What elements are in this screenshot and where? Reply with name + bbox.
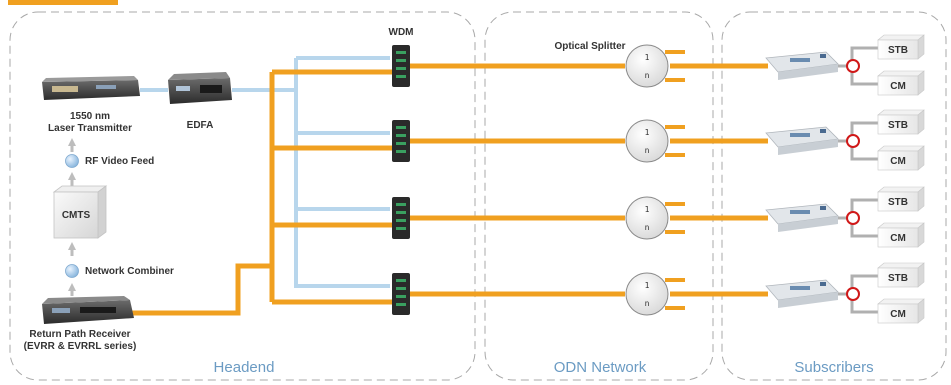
coax-split-icon	[846, 59, 860, 73]
rf-feed-node-icon	[65, 154, 79, 168]
optical-node-device	[765, 126, 839, 155]
coax-split-icon	[846, 211, 860, 225]
subscriber-row-2: STB CM	[765, 109, 925, 171]
subscribers-panel	[721, 11, 947, 381]
network-combiner-label: Network Combiner	[85, 266, 174, 277]
wdm-unit	[392, 197, 410, 239]
wdm-unit	[392, 45, 410, 87]
subscriber-row-1: STB CM	[765, 34, 925, 96]
svg-text:CM: CM	[890, 309, 906, 320]
splitter-2: 1 n	[625, 119, 669, 163]
splitter-4: 1 n	[625, 272, 669, 316]
stb-box: STB	[877, 34, 925, 60]
splitter-3: 1 n	[625, 196, 669, 240]
cmts-box	[53, 191, 99, 239]
laser-label-line1: 1550 nm	[70, 111, 110, 122]
section-label-headend: Headend	[214, 359, 275, 376]
cm-box: CM	[877, 298, 925, 324]
coax-split-icon	[846, 287, 860, 301]
fibers	[132, 50, 768, 316]
wdm-label: WDM	[389, 27, 414, 38]
section-label-subscribers: Subscribers	[794, 359, 873, 376]
svg-text:n: n	[645, 299, 650, 308]
laser-transmitter-device	[42, 76, 140, 100]
return-path-receiver-device	[42, 296, 134, 324]
svg-text:STB: STB	[888, 197, 908, 208]
up-arrow-icon	[68, 242, 76, 250]
optical-node-device	[765, 203, 839, 232]
return-path-label-line1: Return Path Receiver	[29, 329, 130, 340]
odn-panel	[484, 11, 714, 381]
cm-box: CM	[877, 222, 925, 248]
up-arrow-icon	[68, 172, 76, 180]
svg-text:1: 1	[645, 128, 650, 137]
up-arrow-icon	[68, 138, 76, 146]
wdm-unit	[392, 120, 410, 162]
svg-text:STB: STB	[888, 45, 908, 56]
svg-text:CM: CM	[890, 156, 906, 167]
headend-chain	[52, 138, 108, 296]
section-label-odn: ODN Network	[554, 359, 647, 376]
svg-text:1: 1	[645, 205, 650, 214]
splitters: 1 n 1 n 1 n 1 n	[625, 44, 669, 316]
subscriber-row-3: STB CM	[765, 186, 925, 248]
splitter-1: 1 n	[625, 44, 669, 88]
optical-node-device	[765, 279, 839, 308]
svg-text:1: 1	[645, 281, 650, 290]
coax-split-icon	[846, 134, 860, 148]
svg-text:n: n	[645, 223, 650, 232]
optical-node-device	[765, 51, 839, 80]
svg-text:1: 1	[645, 53, 650, 62]
optical-splitter-label: Optical Splitter	[554, 41, 625, 52]
cm-box: CM	[877, 70, 925, 96]
edfa-label: EDFA	[187, 120, 214, 131]
svg-text:STB: STB	[888, 120, 908, 131]
edfa-device	[168, 72, 232, 104]
laser-label-line2: Laser Transmitter	[48, 123, 132, 134]
svg-text:STB: STB	[888, 273, 908, 284]
return-path-label-line2: (EVRR & EVRRL series)	[24, 341, 137, 352]
svg-text:CM: CM	[890, 233, 906, 244]
wdm-units	[392, 45, 410, 315]
rf-video-feed-label: RF Video Feed	[85, 156, 154, 167]
headend-panel	[9, 11, 476, 381]
svg-text:CM: CM	[890, 81, 906, 92]
svg-text:n: n	[645, 71, 650, 80]
up-arrow-icon	[68, 283, 76, 291]
stb-box: STB	[877, 262, 925, 288]
combiner-node-icon	[65, 264, 79, 278]
cmts-label: CMTS	[62, 210, 91, 221]
svg-text:n: n	[645, 146, 650, 155]
wdm-unit	[392, 273, 410, 315]
stb-box: STB	[877, 186, 925, 212]
subscriber-rows: STB CM STB	[765, 34, 925, 324]
stb-box: STB	[877, 109, 925, 135]
cm-box: CM	[877, 145, 925, 171]
subscriber-row-4: STB CM	[765, 262, 925, 324]
title-fragment	[8, 0, 118, 5]
